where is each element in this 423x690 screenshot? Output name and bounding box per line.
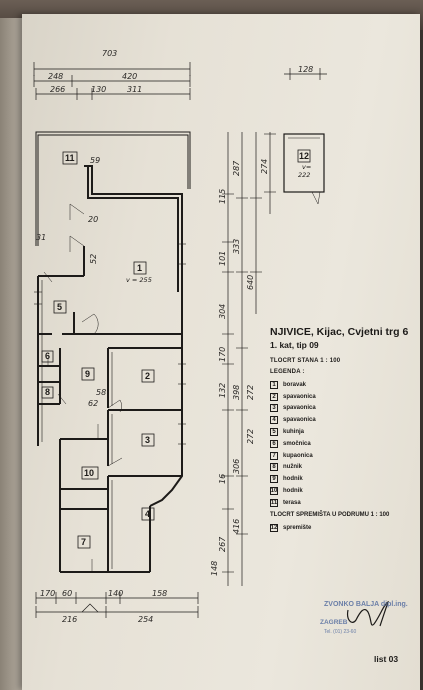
storage-plan-label: TLOCRT SPREMIŠTA U PODRUMU 1 : 100	[270, 511, 390, 518]
dim-misc-4: 31	[36, 233, 46, 242]
dim-r1-10: 148	[210, 561, 219, 576]
dim-r1-9: 267	[218, 536, 227, 552]
room-1-label: 1	[137, 263, 142, 273]
dim-top-left: 248	[48, 72, 63, 81]
dim-top-3: 266	[50, 85, 65, 94]
dim-r1-2: 304	[218, 304, 227, 319]
plan-scale-label: TLOCRT STANA 1 : 100	[270, 358, 341, 364]
legend-heading: LEGENDA :	[270, 369, 305, 375]
dim-r3-0: 274	[260, 159, 269, 174]
dim-storage-top: 128	[298, 65, 313, 74]
dim-r2-3: 272	[246, 385, 255, 400]
storage-plan	[283, 133, 325, 205]
room-10-label: 10	[84, 468, 94, 478]
dim-r1-5: 398	[232, 385, 241, 400]
project-subtitle: 1. kat, tip 09	[270, 340, 319, 350]
room-11-label: 11	[65, 153, 75, 163]
dim-misc-1: 59	[90, 156, 100, 165]
document-page: 703 248 420 266 130 311 128	[22, 14, 420, 690]
dim-r2-1: 333	[232, 239, 241, 254]
stamp-name: ZVONKO BALJA dipl.ing.	[324, 601, 408, 608]
right-dimensions	[227, 132, 271, 586]
dim-misc-2: 20	[88, 215, 98, 224]
dim-misc-5: 62	[88, 399, 98, 408]
room-labels: 11 1 v = 255 5 2 3 4 9 6 8 10 7	[41, 151, 155, 549]
dim-bot-1: 60	[62, 589, 72, 598]
dim-top-right: 420	[122, 72, 137, 81]
dim-bot-2: 140	[108, 589, 123, 598]
room-6-label: 6	[45, 351, 50, 361]
room-3-label: 3	[145, 435, 150, 445]
dim-top-4: 130	[91, 85, 106, 94]
dim-bot-3: 158	[152, 589, 167, 598]
dim-r1-8: 416	[232, 519, 241, 534]
dim-r2-2: 640	[246, 275, 255, 290]
stamp-city: ZAGREB	[320, 619, 348, 626]
signature	[347, 600, 390, 627]
door-swings	[43, 203, 123, 572]
title-block: NJIVICE, Kijac, Cvjetni trg 6 1. kat, ti…	[270, 326, 420, 534]
room-1-area: v = 255	[126, 276, 152, 284]
top-dimensions	[33, 62, 327, 100]
apartment-walls	[37, 165, 183, 573]
storage-room-label: 12	[299, 151, 309, 161]
dim-misc-6: 58	[96, 388, 106, 397]
room-9-label: 9	[85, 369, 90, 379]
dim-r1-0: 115	[218, 189, 227, 204]
room-8-label: 8	[45, 387, 50, 397]
dim-bot-5: 254	[138, 615, 153, 624]
dim-r1-3: 170	[218, 347, 227, 362]
storage-area-value: 222	[298, 171, 310, 179]
dim-r1-6: 16	[218, 474, 227, 484]
terrace-outline	[35, 131, 191, 246]
project-title: NJIVICE, Kijac, Cvjetni trg 6	[270, 326, 409, 338]
dim-r1-4: 132	[218, 383, 227, 398]
page-number: list 03	[374, 654, 399, 664]
dim-bot-4: 216	[62, 615, 77, 624]
dim-top-total: 703	[102, 49, 117, 58]
dim-r1-7: 306	[232, 459, 241, 474]
architect-stamp: ZVONKO BALJA dipl.ing. ZAGREB Tel. (01) …	[314, 599, 414, 641]
storage-area-label: v=	[302, 163, 311, 171]
room-7-label: 7	[81, 537, 86, 547]
dim-misc-3: 52	[89, 254, 98, 264]
room-5-label: 5	[57, 302, 62, 312]
bottom-dimensions	[35, 592, 199, 618]
room-2-label: 2	[145, 371, 150, 381]
dim-r1-1: 101	[218, 251, 227, 266]
windows	[34, 243, 186, 445]
floor-plan-drawing: 703 248 420 266 130 311 128	[33, 49, 390, 627]
dim-r2-4: 272	[246, 429, 255, 444]
dim-bot-0: 170	[40, 589, 55, 598]
room-4-label: 4	[145, 509, 150, 519]
dim-r2-0: 287	[232, 160, 241, 176]
stamp-phone: Tel. (01) 23-60	[324, 629, 357, 635]
right-dim-ticks	[222, 133, 276, 573]
dim-top-5: 311	[127, 85, 142, 94]
